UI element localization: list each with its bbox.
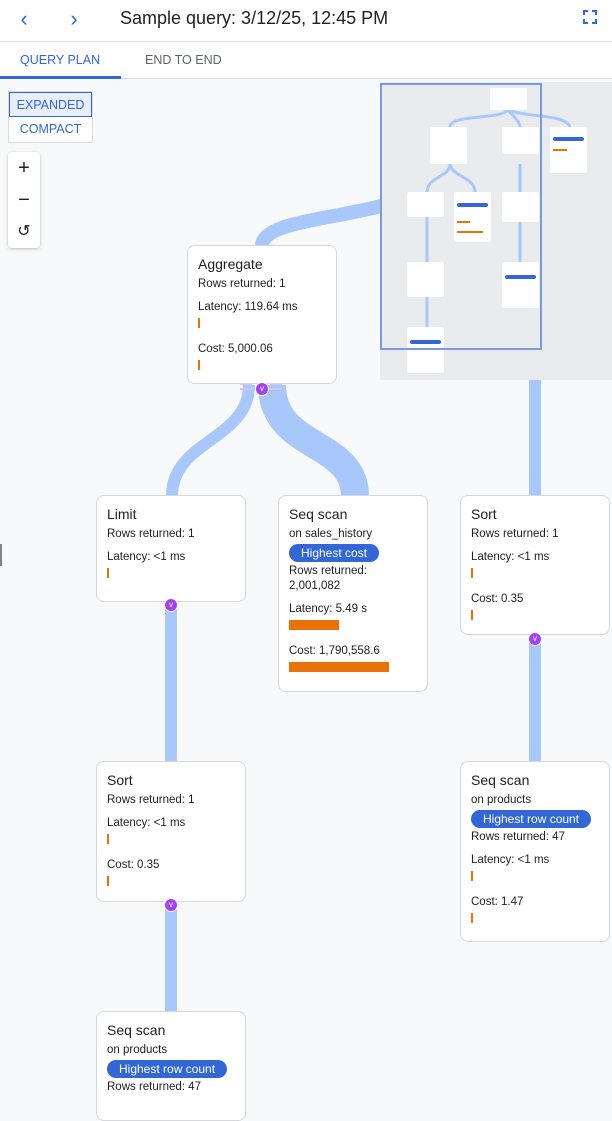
plan-node-sort-right[interactable]: Sort Rows returned: 1 Latency: <1 ms Cos…	[460, 495, 610, 635]
tab-query-plan[interactable]: QUERY PLAN	[20, 53, 101, 67]
view-mode-toggle: EXPANDED COMPACT	[8, 91, 93, 143]
expand-chevron-icon[interactable]: v	[255, 382, 269, 396]
latency-bar	[107, 568, 109, 578]
forward-button[interactable]: ›	[70, 6, 78, 31]
minimap-node	[407, 262, 444, 297]
compact-button[interactable]: COMPACT	[19, 122, 82, 136]
node-title: Sort	[471, 506, 497, 522]
latency-bar	[107, 834, 109, 844]
back-button[interactable]: ‹	[20, 6, 28, 31]
table-name: on products	[107, 1044, 168, 1056]
zoom-in-button[interactable]: +	[18, 157, 30, 179]
cost: Cost: 1,790,558.6	[289, 645, 380, 657]
rows-returned: Rows returned: 1	[107, 794, 195, 806]
cost: Cost: 0.35	[471, 593, 524, 605]
minimap[interactable]	[380, 82, 612, 380]
zoom-out-button[interactable]: −	[18, 189, 30, 211]
highest-row-count-badge: Highest row count	[107, 1060, 228, 1078]
rows-returned: Rows returned: 47	[107, 1081, 201, 1093]
minimap-node	[502, 192, 539, 222]
expanded-button[interactable]: EXPANDED	[9, 92, 92, 117]
minimap-node	[550, 127, 587, 173]
highest-cost-badge: Highest cost	[289, 544, 380, 562]
node-title: Aggregate	[198, 256, 263, 272]
plan-node-seqscan-sales-history[interactable]: Seq scan on sales_history Highest cost R…	[278, 495, 428, 692]
reset-zoom-button[interactable]: ↺	[17, 223, 31, 240]
connector-aggregate-limit	[166, 384, 255, 497]
cost-bar	[471, 913, 473, 923]
latency: Latency: <1 ms	[471, 551, 550, 563]
rows-returned: Rows returned: 1	[471, 528, 559, 540]
highest-row-count-badge: Highest row count	[471, 810, 592, 828]
plan-node-sort-left[interactable]: Sort Rows returned: 1 Latency: <1 ms Cos…	[96, 761, 246, 902]
page-title: Sample query: 3/12/25, 12:45 PM	[120, 8, 389, 28]
cost-bar	[198, 360, 200, 370]
table-name: on sales_history	[289, 528, 373, 540]
scroll-handle[interactable]	[0, 544, 2, 566]
connector-aggregate-seqscan	[258, 383, 369, 498]
node-title: Seq scan	[107, 1022, 166, 1038]
rows-returned: Rows returned: 47	[471, 831, 565, 843]
rows-returned-label: Rows returned:	[289, 565, 367, 577]
minimap-node	[407, 327, 444, 373]
plan-node-seqscan-products-right[interactable]: Seq scan on products Highest row count R…	[460, 761, 610, 942]
latency: Latency: <1 ms	[107, 817, 186, 829]
rows-returned: Rows returned: 1	[107, 528, 195, 540]
tab-bar: QUERY PLAN END TO END	[0, 42, 612, 79]
latency-bar	[471, 568, 473, 578]
cost: Cost: 5,000.06	[198, 343, 273, 355]
latency: Latency: <1 ms	[107, 551, 186, 563]
table-name: on products	[471, 794, 532, 806]
expand-chevron-icon[interactable]: v	[528, 632, 542, 646]
cost-bar	[471, 610, 473, 620]
expand-chevron-icon[interactable]: v	[164, 598, 178, 612]
minimap-node	[490, 88, 527, 110]
latency-bar	[289, 620, 339, 630]
node-title: Seq scan	[289, 506, 348, 522]
minimap-node	[407, 192, 444, 217]
node-title: Sort	[107, 772, 133, 788]
minimap-node	[454, 192, 491, 242]
plan-node-limit[interactable]: Limit Rows returned: 1 Latency: <1 ms	[96, 495, 246, 602]
plan-node-aggregate[interactable]: Aggregate Rows returned: 1 Latency: 119.…	[187, 245, 337, 384]
connector-aggregate-parent	[255, 198, 387, 248]
zoom-controls: + − ↺	[8, 152, 40, 248]
fullscreen-icon[interactable]	[583, 10, 597, 24]
rows-returned-value: 2,001,082	[289, 580, 341, 592]
minimap-connectors	[425, 108, 572, 327]
rows-returned: Rows returned: 1	[198, 278, 286, 290]
cost: Cost: 0.35	[107, 859, 160, 871]
latency: Latency: 5.49 s	[289, 603, 367, 615]
latency: Latency: 119.64 ms	[198, 301, 298, 313]
minimap-node	[502, 127, 539, 154]
minimap-viewport[interactable]	[380, 83, 542, 350]
node-title: Seq scan	[471, 772, 530, 788]
minimap-node	[430, 127, 467, 164]
latency-bar	[198, 318, 200, 328]
minimap-node	[502, 262, 539, 308]
cost-bar	[289, 662, 389, 672]
latency: Latency: <1 ms	[471, 854, 550, 866]
plan-node-seqscan-products-bottom[interactable]: Seq scan on products Highest row count R…	[96, 1011, 246, 1121]
node-title: Limit	[107, 506, 137, 522]
expand-chevron-icon[interactable]: v	[164, 898, 178, 912]
header: ‹ › Sample query: 3/12/25, 12:45 PM	[0, 0, 612, 42]
latency-bar	[471, 871, 473, 881]
active-tab-indicator	[0, 76, 121, 79]
cost-bar	[107, 876, 109, 886]
cost: Cost: 1.47	[471, 896, 524, 908]
tab-end-to-end[interactable]: END TO END	[145, 53, 222, 67]
